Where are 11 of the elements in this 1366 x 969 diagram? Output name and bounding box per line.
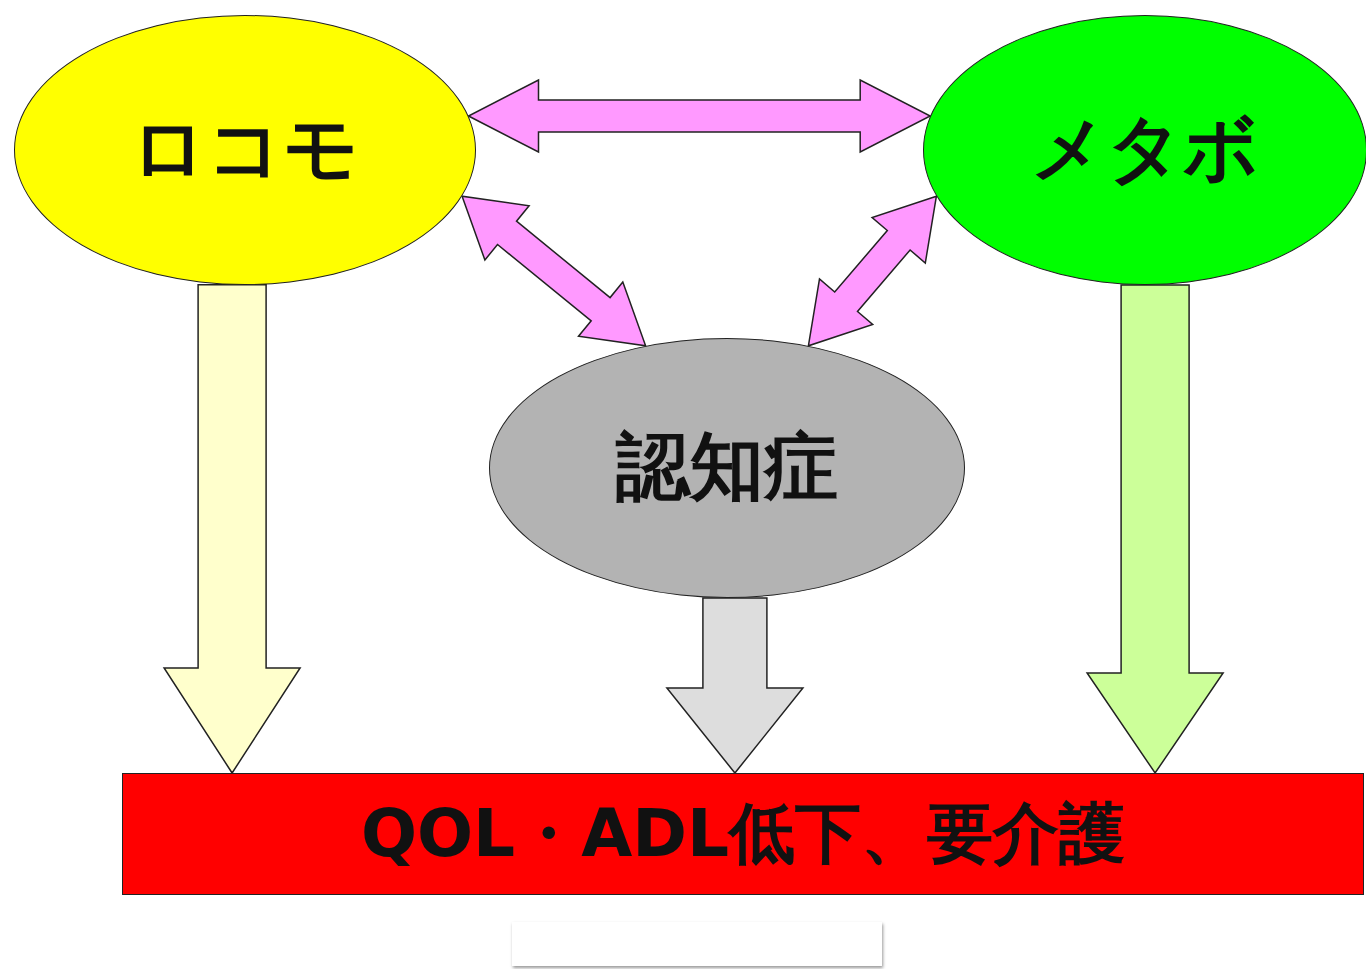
node-label: メタボ (1031, 104, 1259, 193)
node-label: 認知症 (616, 422, 838, 511)
block-arrow (162, 284, 302, 775)
node-label: QOL・ADL低下、要介護 (360, 794, 1126, 874)
block-arrow (807, 195, 938, 347)
block-arrow (665, 597, 805, 775)
banner-box (122, 773, 1364, 895)
node-label: ロコモ (131, 104, 359, 193)
block-arrow (1085, 284, 1225, 775)
block-arrow (460, 195, 647, 347)
block-arrow (466, 78, 932, 154)
